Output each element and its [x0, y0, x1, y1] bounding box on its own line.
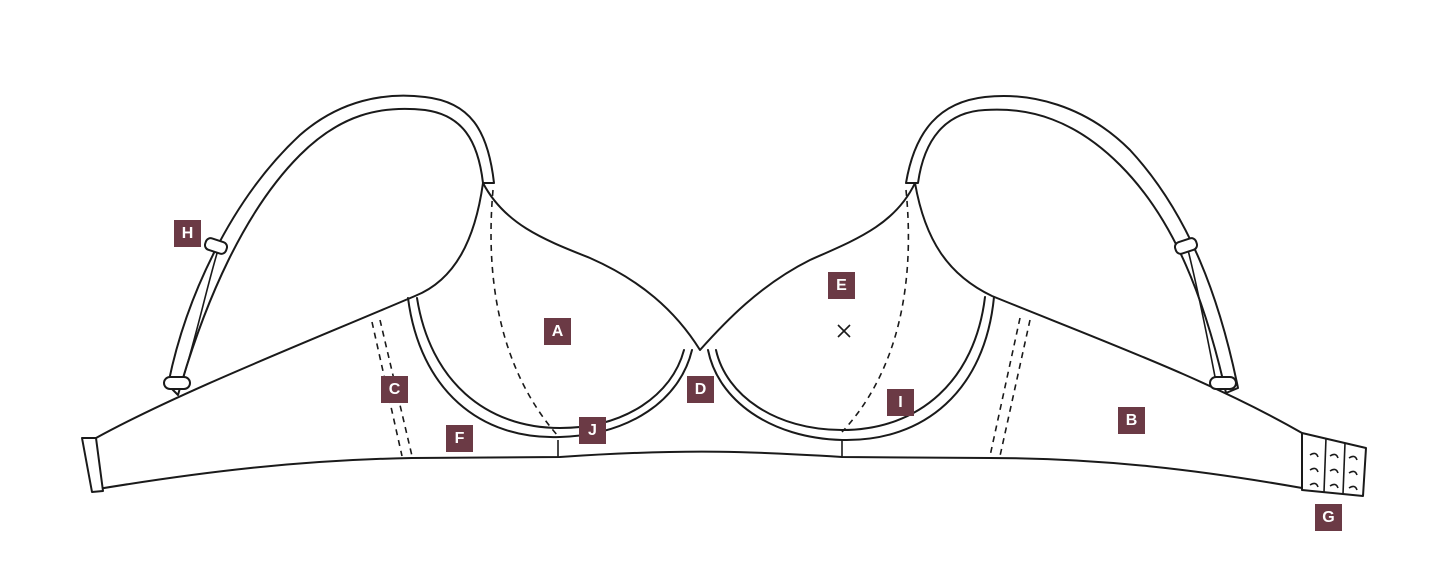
left-strap-inner: [181, 249, 219, 383]
label-b: B: [1118, 407, 1145, 434]
right-strap: [905, 95, 1239, 394]
label-a: A: [544, 318, 571, 345]
left-strap-ring: [163, 376, 191, 390]
right-strap-ring: [1209, 376, 1237, 390]
bra-body-outline: [91, 182, 1303, 491]
label-i: I: [887, 389, 914, 416]
left-underwire-inner: [416, 297, 685, 430]
svg-text:C: C: [389, 381, 401, 398]
left-cup-seam: [490, 189, 559, 437]
svg-text:D: D: [695, 381, 707, 398]
right-side-boning-2: [999, 319, 1031, 457]
label-c: C: [381, 376, 408, 403]
left-strap-slider: [203, 237, 229, 255]
svg-text:H: H: [182, 225, 194, 242]
label-h: H: [174, 220, 201, 247]
hook-and-eye-closure: [1301, 432, 1367, 497]
left-strap: [167, 94, 495, 396]
svg-text:F: F: [455, 430, 465, 447]
svg-text:G: G: [1322, 509, 1334, 526]
right-strap-slider: [1173, 237, 1199, 255]
right-cup-seam: [841, 189, 910, 433]
right-strap-inner: [1187, 249, 1217, 383]
label-f: F: [446, 425, 473, 452]
svg-text:A: A: [552, 323, 564, 340]
label-e: E: [828, 272, 855, 299]
label-d: D: [687, 376, 714, 403]
svg-text:J: J: [588, 422, 597, 439]
right-side-boning-1: [989, 317, 1021, 457]
label-j: J: [579, 417, 606, 444]
left-band-end: [81, 437, 104, 493]
cross-mark-icon: [837, 324, 851, 338]
svg-text:E: E: [836, 277, 847, 294]
svg-text:I: I: [898, 394, 902, 411]
left-underwire-outer: [407, 297, 693, 439]
svg-text:B: B: [1126, 412, 1138, 429]
right-underwire-inner: [715, 296, 986, 432]
label-g: G: [1315, 504, 1342, 531]
